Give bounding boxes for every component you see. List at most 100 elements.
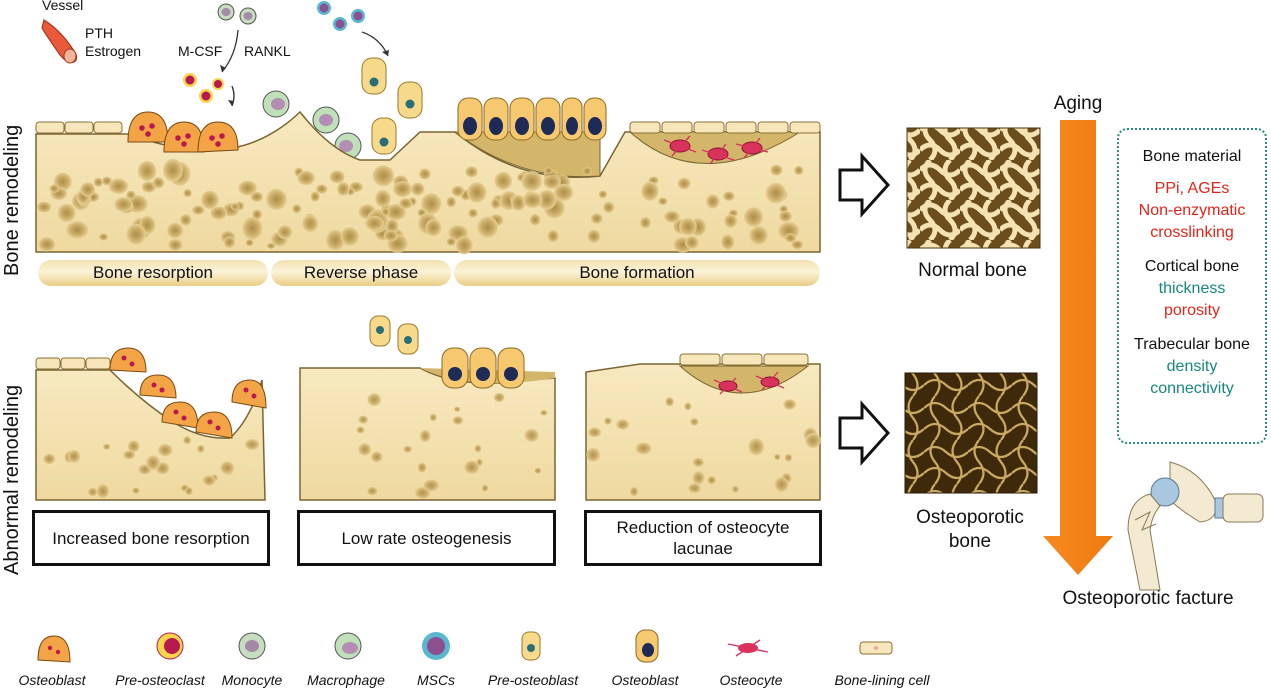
bone-pore (524, 428, 539, 442)
bone-pore (310, 191, 320, 202)
bone-pore (252, 209, 262, 220)
phase-reverse: Reverse phase (271, 260, 451, 286)
bone-pore (356, 426, 365, 434)
bone-pore (590, 213, 603, 224)
bone-pore (410, 182, 425, 196)
legend-bone-lining-cell: Bone-lining cell (834, 672, 930, 688)
bone-pore (292, 204, 302, 214)
bone-pore (554, 183, 574, 201)
legend-macrophage: Macrophage (307, 672, 385, 688)
bone-pore (765, 182, 787, 204)
bone-pore (477, 216, 499, 238)
hip-fracture-icon (1127, 461, 1264, 591)
bone-pore (446, 196, 457, 208)
bone-pore (316, 184, 328, 194)
bone-pore (337, 182, 350, 196)
bone-pore (679, 218, 697, 236)
bone-pore (375, 190, 391, 208)
osteocyte-group-top (663, 135, 769, 165)
bone-pore (748, 438, 764, 456)
bone-pore (381, 207, 390, 217)
abnormal-panel-2-bone (299, 315, 556, 501)
abnormal-panel-3-bone (585, 353, 821, 501)
bone-remodeling-label: Bone remodeling (1, 124, 23, 276)
bone-pore (452, 416, 464, 425)
bone-pore (724, 214, 738, 228)
bone-pore (588, 427, 602, 438)
panel-cortical-title: Cortical bone (1144, 258, 1240, 275)
bone-pore (421, 193, 442, 215)
bone-pore (152, 177, 165, 189)
box-reduced-osteocyte-lacunae: Reduction of osteocyte lacunae (584, 510, 822, 566)
bone-pore (664, 210, 680, 223)
bone-pore (783, 399, 796, 410)
bone-pore (658, 197, 668, 206)
bone-pore (723, 191, 735, 202)
panel-cortical-line2: porosity (1163, 302, 1221, 319)
bone-pore (805, 432, 821, 449)
bone-pore (692, 457, 704, 467)
osteoporotic-bone-label: Osteoporotic bone (916, 507, 1024, 552)
bone-pore (540, 410, 548, 416)
aging-label: Aging (1053, 93, 1103, 114)
vessel-icon (41, 19, 78, 64)
bone-pore (244, 439, 260, 451)
bone-pore (392, 181, 412, 198)
pre-osteoblast-cluster-icon (361, 57, 423, 155)
estrogen-label: Estrogen (85, 43, 142, 59)
bone-pore (399, 198, 413, 209)
legend-osteoblast: Osteoblast (611, 672, 679, 688)
bone-pore (180, 214, 192, 226)
bone-pore (474, 444, 482, 453)
bone-pore (604, 417, 612, 425)
bone-pore (162, 158, 183, 182)
bone-pore (38, 237, 56, 252)
bone-pore (167, 222, 184, 239)
osteoporotic-bone-image (904, 372, 1038, 494)
bone-pore (743, 207, 764, 227)
bone-pore (98, 233, 109, 241)
hollow-arrow-top (838, 152, 891, 218)
panel-trabecular-line2: connectivity (1150, 380, 1234, 397)
bone-pore (223, 236, 236, 249)
bone-pore (141, 181, 157, 193)
bone-pore (544, 167, 553, 174)
bone-pore (132, 487, 140, 494)
bone-pore (238, 180, 257, 196)
bone-pore (36, 201, 52, 213)
bone-pore (721, 234, 735, 250)
bone-pore (201, 190, 219, 210)
normal-bone-label: Normal bone (918, 260, 1027, 281)
bone-pore (635, 442, 652, 455)
bone-pore (707, 475, 716, 485)
pth-label: PTH (85, 25, 113, 41)
bone-pore (791, 240, 804, 250)
bone-pore (586, 447, 600, 462)
bone-pore (108, 178, 129, 194)
panel-trabecular-line1: density (1166, 358, 1218, 375)
bone-pore (688, 483, 701, 494)
bone-pore (101, 176, 113, 186)
mcsf-label: M-CSF (178, 43, 223, 59)
bone-pore (370, 451, 383, 463)
bone-pore (385, 219, 399, 234)
bone-pore (423, 479, 440, 492)
bone-pore (80, 182, 96, 197)
bone-pore (779, 210, 792, 222)
vessel-label: Vessel (42, 0, 84, 13)
aging-arrow (1043, 120, 1113, 575)
legend-mscs: MSCs (416, 672, 456, 688)
bone-pore (446, 237, 456, 246)
normal-remodeling-bone (35, 110, 821, 255)
differentiation-arrow (221, 29, 239, 73)
bone-pore (481, 484, 489, 492)
bone-pore (451, 185, 465, 197)
bone-lining-cells-top (35, 121, 821, 134)
bone-pore (537, 189, 557, 210)
legend-osteoclast: Osteoblast (18, 672, 86, 688)
bone-pore (137, 160, 157, 182)
bone-pore (385, 203, 407, 221)
bone-pore (66, 221, 89, 239)
bone-pore (67, 449, 81, 463)
